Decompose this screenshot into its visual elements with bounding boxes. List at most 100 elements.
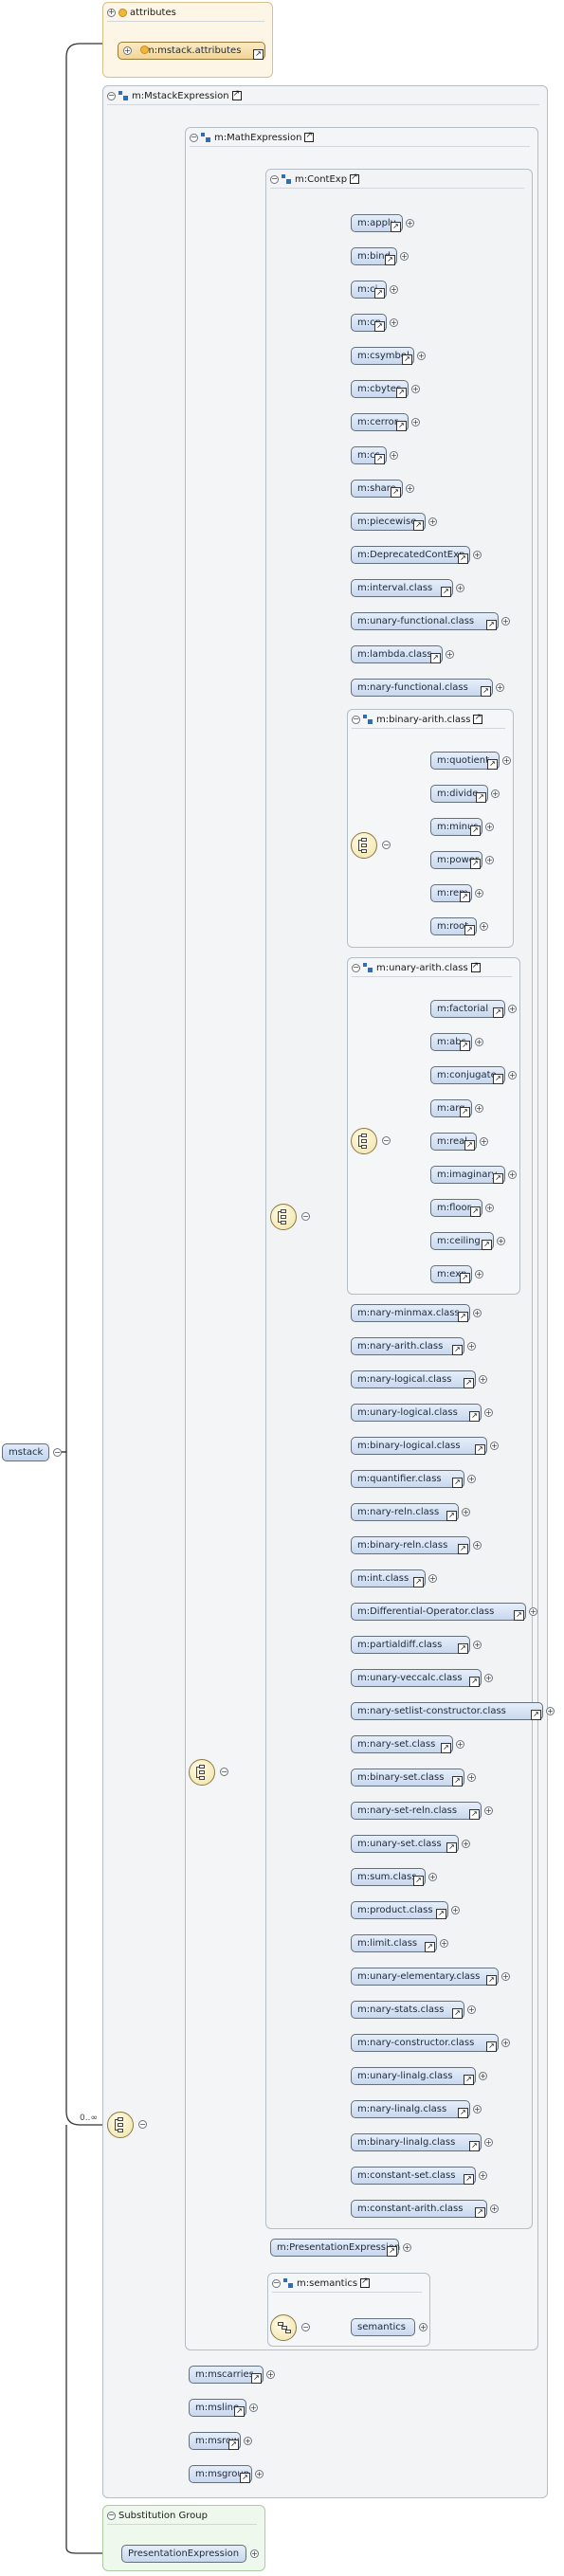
expand-icon[interactable]: +	[480, 1137, 488, 1146]
compositor-expand-icon[interactable]: −	[220, 1768, 228, 1776]
semantics-expand-icon[interactable]: +	[419, 2323, 428, 2331]
expand-icon[interactable]: +	[491, 789, 500, 798]
expand-icon[interactable]: +	[484, 1408, 493, 1417]
reference-link-icon[interactable]	[360, 2277, 371, 2288]
expand-icon[interactable]: +	[475, 1270, 483, 1279]
element-nary-set-reln-class[interactable]: m:nary-set-reln.class	[351, 1802, 482, 1820]
expand-icon[interactable]: +	[508, 1071, 517, 1079]
element-binary-reln-class[interactable]: m:binary-reln.class	[351, 1536, 470, 1554]
element-msrow[interactable]: m:msrow	[189, 2432, 241, 2450]
element-sum-class[interactable]: m:sum.class	[351, 1868, 426, 1886]
element-lambda-class[interactable]: m:lambda.class	[351, 645, 443, 663]
element-unary-linalg-class[interactable]: m:unary-linalg.class	[351, 2067, 476, 2085]
reference-link-icon[interactable]	[473, 713, 483, 724]
expand-icon[interactable]: +	[508, 1170, 517, 1179]
element-msline[interactable]: m:msline	[189, 2399, 246, 2417]
expand-icon[interactable]: +	[244, 2437, 252, 2445]
collapse-toggle-icon[interactable]: −	[107, 91, 116, 100]
collapse-toggle-icon[interactable]: −	[352, 963, 360, 972]
element-nary-logical-class[interactable]: m:nary-logical.class	[351, 1370, 476, 1388]
expand-icon[interactable]: +	[485, 1204, 494, 1212]
element-csymbol[interactable]: m:csymbol	[351, 347, 414, 365]
element-interval-class[interactable]: m:interval.class	[351, 579, 453, 597]
element-cerror[interactable]: m:cerror	[351, 413, 409, 431]
choice-compositor-contexp[interactable]	[270, 1204, 297, 1230]
expand-icon[interactable]: +	[390, 285, 398, 294]
expand-icon[interactable]: +	[411, 418, 420, 426]
expand-icon[interactable]: +	[508, 1005, 517, 1013]
element-ci[interactable]: m:ci	[351, 281, 387, 299]
expand-icon[interactable]: +	[479, 2171, 487, 2180]
element-mscarries[interactable]: m:mscarries	[189, 2366, 264, 2384]
element-unary-set-class[interactable]: m:unary-set.class	[351, 1835, 459, 1853]
expand-icon[interactable]: +	[501, 617, 510, 626]
choice-compositor-mstack[interactable]	[107, 2112, 134, 2138]
element-binary-set-class[interactable]: m:binary-set.class	[351, 1769, 464, 1787]
expand-icon[interactable]: +	[473, 1309, 482, 1317]
expand-icon[interactable]: +	[400, 252, 409, 261]
sequence-compositor-semantics[interactable]	[270, 2314, 297, 2341]
element-msgroup[interactable]: m:msgroup	[189, 2465, 252, 2483]
element-quotient[interactable]: m:quotient	[430, 752, 500, 770]
element-exp[interactable]: m:exp	[430, 1265, 472, 1283]
expand-icon[interactable]: +	[502, 756, 511, 765]
expand-icon[interactable]: +	[428, 1574, 437, 1583]
expand-icon[interactable]: +	[479, 2072, 487, 2080]
choice-compositor-binary-arith[interactable]	[351, 832, 377, 859]
element-cn[interactable]: m:cn	[351, 314, 387, 332]
expand-icon[interactable]: +	[266, 2370, 275, 2379]
element-partialdiff-class[interactable]: m:partialdiff.class	[351, 1636, 470, 1654]
presentation-expand-icon[interactable]: +	[403, 2243, 411, 2252]
choice-compositor-unary-arith[interactable]	[351, 1128, 377, 1154]
element-nary-set-class[interactable]: m:nary-set.class	[351, 1735, 453, 1753]
compositor-expand-icon[interactable]: −	[301, 2323, 310, 2331]
element-binary-linalg-class[interactable]: m:binary-linalg.class	[351, 2133, 482, 2151]
expand-icon[interactable]: +	[462, 1840, 470, 1848]
semantics-element[interactable]: semantics	[351, 2318, 415, 2336]
element-quantifier-class[interactable]: m:quantifier.class	[351, 1470, 464, 1488]
collapse-toggle-icon[interactable]: −	[272, 2278, 281, 2288]
attributes-expand-icon[interactable]: +	[123, 45, 132, 55]
root-element-mstack[interactable]: mstack	[2, 1443, 49, 1461]
expand-icon[interactable]: +	[490, 2204, 499, 2213]
collapse-toggle-icon[interactable]: −	[190, 133, 198, 142]
collapse-toggle-icon[interactable]: −	[270, 174, 279, 184]
element-unary-veccalc-class[interactable]: m:unary-veccalc.class	[351, 1669, 482, 1687]
element-constant-arith-class[interactable]: m:constant-arith.class	[351, 2200, 487, 2218]
reference-link-icon[interactable]	[470, 961, 481, 972]
expand-icon[interactable]: +	[428, 517, 437, 526]
element-product-class[interactable]: m:product.class	[351, 1901, 448, 1919]
element-imaginary[interactable]: m:imaginary	[430, 1166, 505, 1184]
expand-icon[interactable]: +	[484, 1806, 493, 1815]
element-factorial[interactable]: m:factorial	[430, 1000, 505, 1018]
element-nary-stats-class[interactable]: m:nary-stats.class	[351, 2001, 464, 2019]
element-nary-minmax-class[interactable]: m:nary-minmax.class	[351, 1304, 470, 1322]
expand-icon[interactable]: +	[462, 1508, 470, 1516]
element-cs[interactable]: m:cs	[351, 446, 387, 464]
element-limit-class[interactable]: m:limit.class	[351, 1934, 437, 1952]
expand-icon[interactable]: +	[255, 2470, 264, 2478]
expand-icon[interactable]: +	[473, 1541, 482, 1550]
expand-icon[interactable]: +	[496, 683, 504, 692]
element-rem[interactable]: m:rem	[430, 884, 472, 902]
element-abs[interactable]: m:abs	[430, 1033, 472, 1051]
element-floor[interactable]: m:floor	[430, 1199, 482, 1217]
element-conjugate[interactable]: m:conjugate	[430, 1066, 505, 1084]
expand-icon[interactable]: +	[484, 2138, 493, 2147]
expand-icon[interactable]: +	[467, 1475, 476, 1483]
element-deprecatedcontexp[interactable]: m:DeprecatedContExp	[351, 546, 470, 564]
element-divide[interactable]: m:divide	[430, 785, 488, 803]
expand-icon[interactable]: +	[473, 2105, 482, 2113]
collapse-toggle-icon[interactable]: −	[107, 2511, 116, 2520]
expand-icon[interactable]: +	[485, 856, 494, 864]
expand-icon[interactable]: +	[529, 1607, 537, 1616]
expand-icon[interactable]: +	[490, 1442, 499, 1450]
root-expand-icon[interactable]: −	[53, 1448, 62, 1457]
element-unary-logical-class[interactable]: m:unary-logical.class	[351, 1404, 482, 1422]
expand-icon[interactable]: +	[451, 1906, 460, 1914]
reference-link-icon[interactable]	[231, 89, 242, 100]
expand-icon[interactable]: +	[475, 1038, 483, 1046]
mstack-attributes-ref[interactable]: m:mstack.attributes	[118, 42, 265, 60]
expand-icon[interactable]: +	[446, 650, 454, 659]
element-unary-elementary-class[interactable]: m:unary-elementary.class	[351, 1968, 499, 1986]
